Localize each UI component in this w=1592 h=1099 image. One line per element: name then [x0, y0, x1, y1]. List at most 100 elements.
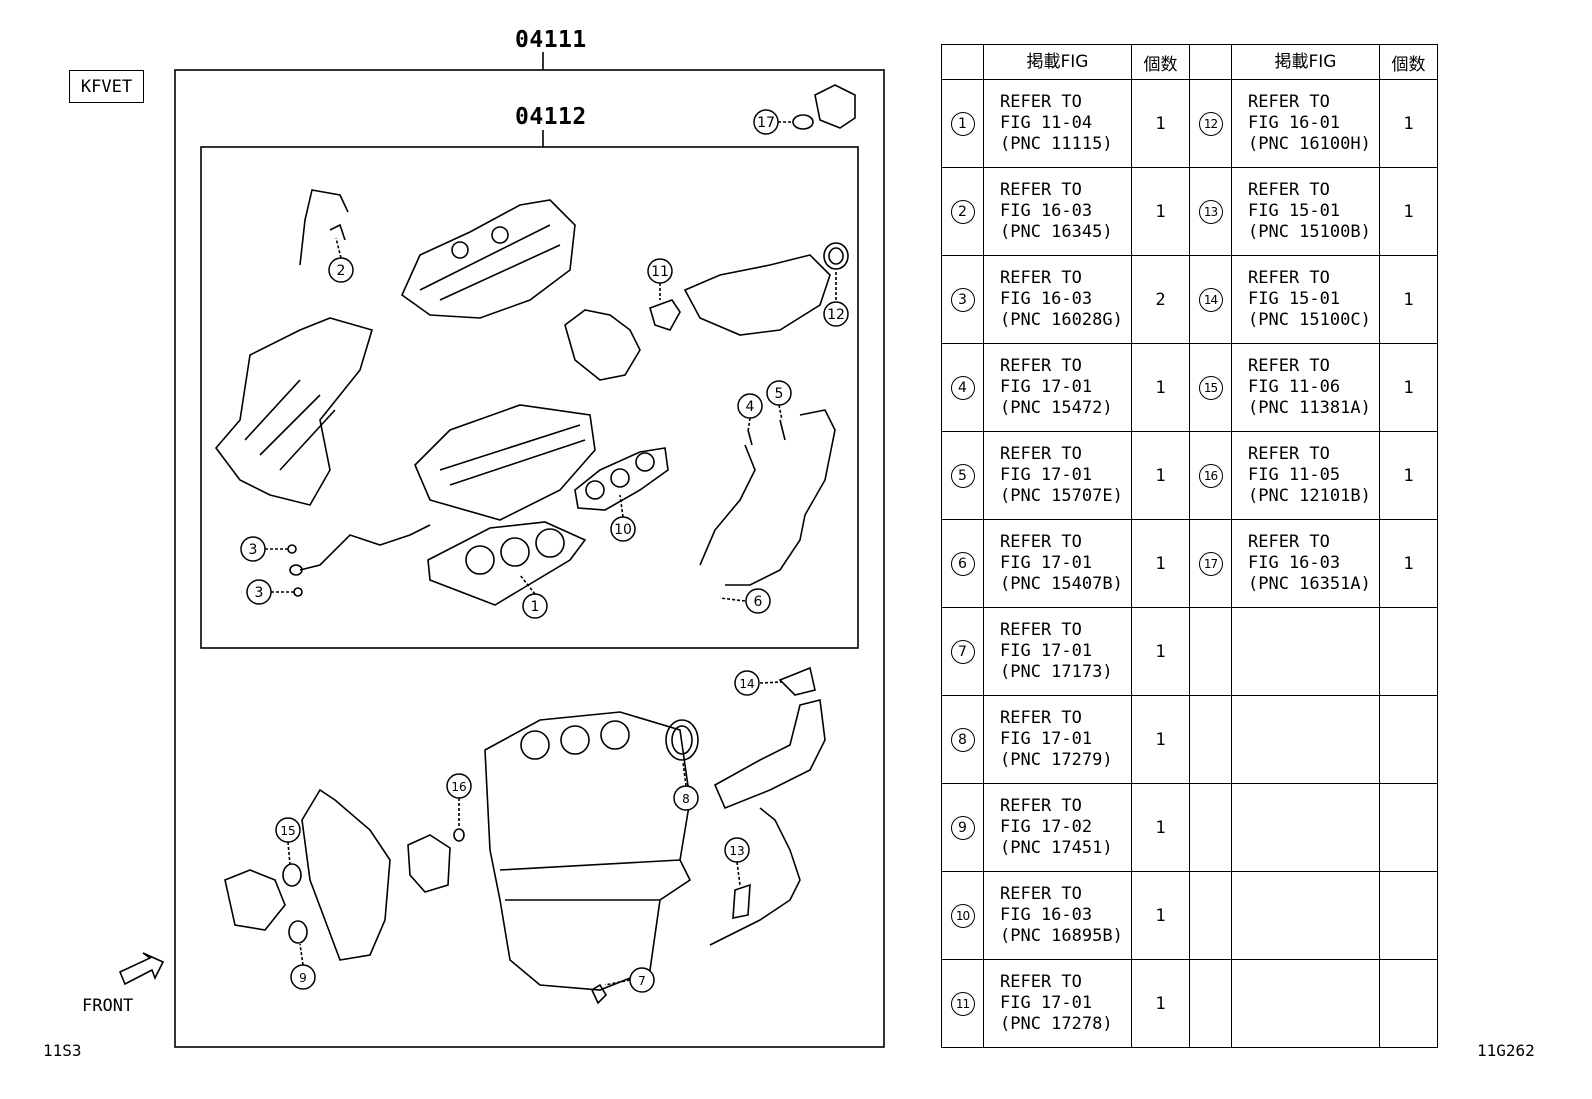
cell-reference-left: REFER TO FIG 17-01 (PNC 15707E) — [983, 431, 1132, 520]
cell-quantity-right — [1379, 871, 1438, 960]
cell-quantity-left: 1 — [1131, 783, 1190, 872]
item-number-circle: 4 — [950, 375, 975, 400]
cell-item-number-right: 13 — [1189, 167, 1232, 256]
header-fig-left: 掲載FIG — [983, 44, 1132, 80]
callout-10: 13 — [729, 844, 744, 858]
cell-quantity-left: 2 — [1131, 255, 1190, 344]
cell-item-number-right: 12 — [1189, 79, 1232, 168]
callout-7: 10 — [614, 522, 632, 538]
cell-quantity-right — [1379, 607, 1438, 696]
table-row: 9 REFER TO FIG 17-02 (PNC 17451)1 — [941, 783, 1438, 872]
cell-item-number-left: 6 — [941, 519, 984, 608]
item-number-circle: 11 — [950, 991, 975, 1016]
cell-quantity-left: 1 — [1131, 519, 1190, 608]
cell-reference-right: REFER TO FIG 16-03 (PNC 16351A) — [1231, 519, 1380, 608]
item-number-circle: 17 — [1198, 551, 1223, 576]
cell-quantity-right: 1 — [1379, 167, 1438, 256]
cell-reference-right: REFER TO FIG 15-01 (PNC 15100B) — [1231, 167, 1380, 256]
cell-reference-right — [1231, 783, 1380, 872]
cell-reference-left: REFER TO FIG 16-03 (PNC 16345) — [983, 167, 1132, 256]
item-number-circle: 8 — [950, 727, 975, 752]
callout-11: 14 — [739, 677, 754, 691]
cell-item-number-left: 5 — [941, 431, 984, 520]
cell-quantity-right: 1 — [1379, 343, 1438, 432]
cell-item-number-left: 2 — [941, 167, 984, 256]
item-number-circle: 1 — [950, 111, 975, 136]
item-number-circle: 2 — [950, 199, 975, 224]
cell-quantity-right — [1379, 783, 1438, 872]
item-number-circle: 16 — [1198, 463, 1223, 488]
callout-14: 9 — [299, 971, 307, 985]
callout-5: 5 — [775, 386, 784, 402]
callout-1: 1 — [531, 599, 540, 615]
cell-quantity-left: 1 — [1131, 871, 1190, 960]
cell-quantity-right: 1 — [1379, 79, 1438, 168]
cell-item-number-left: 1 — [941, 79, 984, 168]
callout-3b: 3 — [255, 585, 264, 601]
cell-quantity-right: 1 — [1379, 431, 1438, 520]
header-qty-left: 個数 — [1131, 44, 1190, 80]
cell-reference-left: REFER TO FIG 17-01 (PNC 17279) — [983, 695, 1132, 784]
table-header-row: 掲載FIG 個数 掲載FIG 個数 — [941, 44, 1438, 80]
cell-item-number-right — [1189, 783, 1232, 872]
cell-reference-right: REFER TO FIG 11-05 (PNC 12101B) — [1231, 431, 1380, 520]
table-row: 8 REFER TO FIG 17-01 (PNC 17279)1 — [941, 695, 1438, 784]
cell-item-number-left: 9 — [941, 783, 984, 872]
figure-code: 11G262 — [1477, 1041, 1535, 1060]
cell-quantity-left: 1 — [1131, 695, 1190, 784]
assembly-frame — [174, 69, 885, 1048]
cell-reference-left: REFER TO FIG 17-01 (PNC 15407B) — [983, 519, 1132, 608]
item-number-circle: 14 — [1198, 287, 1223, 312]
header-qty-right: 個数 — [1379, 44, 1438, 80]
cell-quantity-left: 1 — [1131, 431, 1190, 520]
cell-quantity-left: 1 — [1131, 167, 1190, 256]
callout-3a: 3 — [249, 542, 258, 558]
cell-quantity-left: 1 — [1131, 343, 1190, 432]
cell-item-number-right — [1189, 607, 1232, 696]
cell-reference-right — [1231, 695, 1380, 784]
callout-16: 7 — [638, 974, 646, 988]
cell-quantity-left: 1 — [1131, 79, 1190, 168]
cell-quantity-right — [1379, 695, 1438, 784]
item-number-circle: 9 — [950, 815, 975, 840]
page-code: 11S3 — [43, 1041, 82, 1060]
cell-reference-left: REFER TO FIG 17-02 (PNC 17451) — [983, 783, 1132, 872]
cell-reference-left: REFER TO FIG 17-01 (PNC 15472) — [983, 343, 1132, 432]
callout-12: 15 — [280, 824, 295, 838]
engine-code-label: KFVET — [69, 70, 144, 103]
header-fig-right: 掲載FIG — [1231, 44, 1380, 80]
cell-reference-right — [1231, 607, 1380, 696]
item-number-circle: 7 — [950, 639, 975, 664]
item-number-circle: 13 — [1198, 199, 1223, 224]
sub-assembly-frame — [200, 146, 859, 649]
cell-reference-left: REFER TO FIG 16-03 (PNC 16028G) — [983, 255, 1132, 344]
callout-17: 17 — [757, 115, 775, 131]
cell-reference-right: REFER TO FIG 11-06 (PNC 11381A) — [1231, 343, 1380, 432]
cell-quantity-left: 1 — [1131, 959, 1190, 1048]
item-number-circle: 5 — [950, 463, 975, 488]
header-no-left — [941, 44, 984, 80]
cell-quantity-right: 1 — [1379, 255, 1438, 344]
exploded-parts-diagram: 17 2 3 3 1 10 11 12 4 5 6 14 15 16 9 8 1… — [118, 52, 885, 1048]
cell-item-number-left: 3 — [941, 255, 984, 344]
cell-reference-right — [1231, 959, 1380, 1048]
cell-item-number-right — [1189, 695, 1232, 784]
header-no-right — [1189, 44, 1232, 80]
callout-2: 2 — [337, 263, 346, 279]
callout-9: 12 — [827, 307, 845, 323]
cell-item-number-right — [1189, 871, 1232, 960]
item-number-circle: 3 — [950, 287, 975, 312]
cell-item-number-left: 4 — [941, 343, 984, 432]
cell-item-number-left: 10 — [941, 871, 984, 960]
cell-item-number-left: 11 — [941, 959, 984, 1048]
cell-quantity-right — [1379, 959, 1438, 1048]
callout-13: 16 — [451, 780, 466, 794]
